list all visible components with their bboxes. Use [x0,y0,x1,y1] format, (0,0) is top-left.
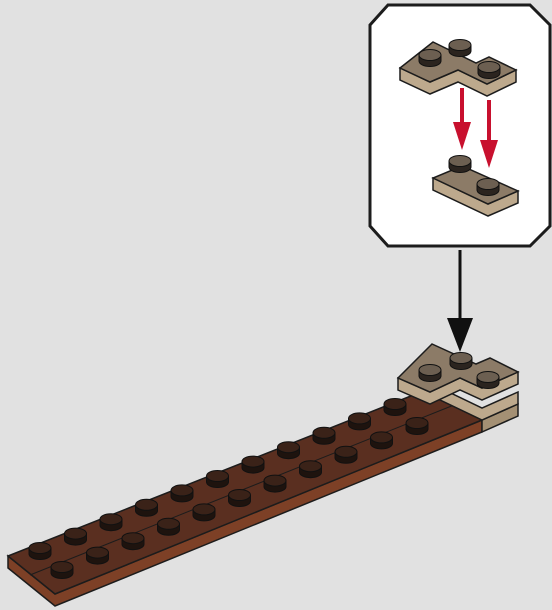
down-arrow-icon [480,100,498,168]
brown-plate-studs [28,398,429,579]
stud-icon [170,484,194,503]
stud-icon [86,546,109,565]
stud-icon [449,352,473,370]
red-arrow-head [453,122,471,150]
callout-l-plate [398,39,518,97]
stud-icon [157,517,180,536]
stud-icon [312,426,336,445]
stud-icon [448,39,472,57]
stud-icon [418,364,442,382]
stud-icon [192,503,216,522]
stud-icon [228,489,251,507]
stud-icon [299,460,322,479]
stud-icon [206,470,229,488]
callout-panel [368,3,552,248]
stud-icon [277,441,300,460]
black-arrow-head [447,318,473,352]
red-arrow-head [480,140,498,168]
stud-icon [50,561,74,579]
stud-icon [448,155,472,173]
stud-icon [477,61,501,79]
stud-icon [28,542,52,560]
callout-1x2-plate [431,155,520,217]
stud-icon [405,417,429,435]
main-model [6,343,520,607]
stud-icon [241,455,265,474]
stud-icon [334,445,358,464]
tan-l-plate [396,343,520,405]
stud-icon [370,431,393,450]
stud-icon [99,513,123,532]
brown-2x12-plate [6,385,484,607]
stud-icon [64,527,87,546]
stud-icon [418,49,442,67]
stud-icon [348,412,371,431]
stud-icon [135,498,158,517]
down-arrow-icon [453,88,471,150]
stud-icon [476,371,500,389]
stud-icon [383,398,407,416]
stud-icon [263,474,287,493]
brown-plate-mid-line [29,402,460,576]
stud-icon [121,532,145,551]
stud-icon [476,178,500,196]
down-arrow-icon [447,250,473,352]
